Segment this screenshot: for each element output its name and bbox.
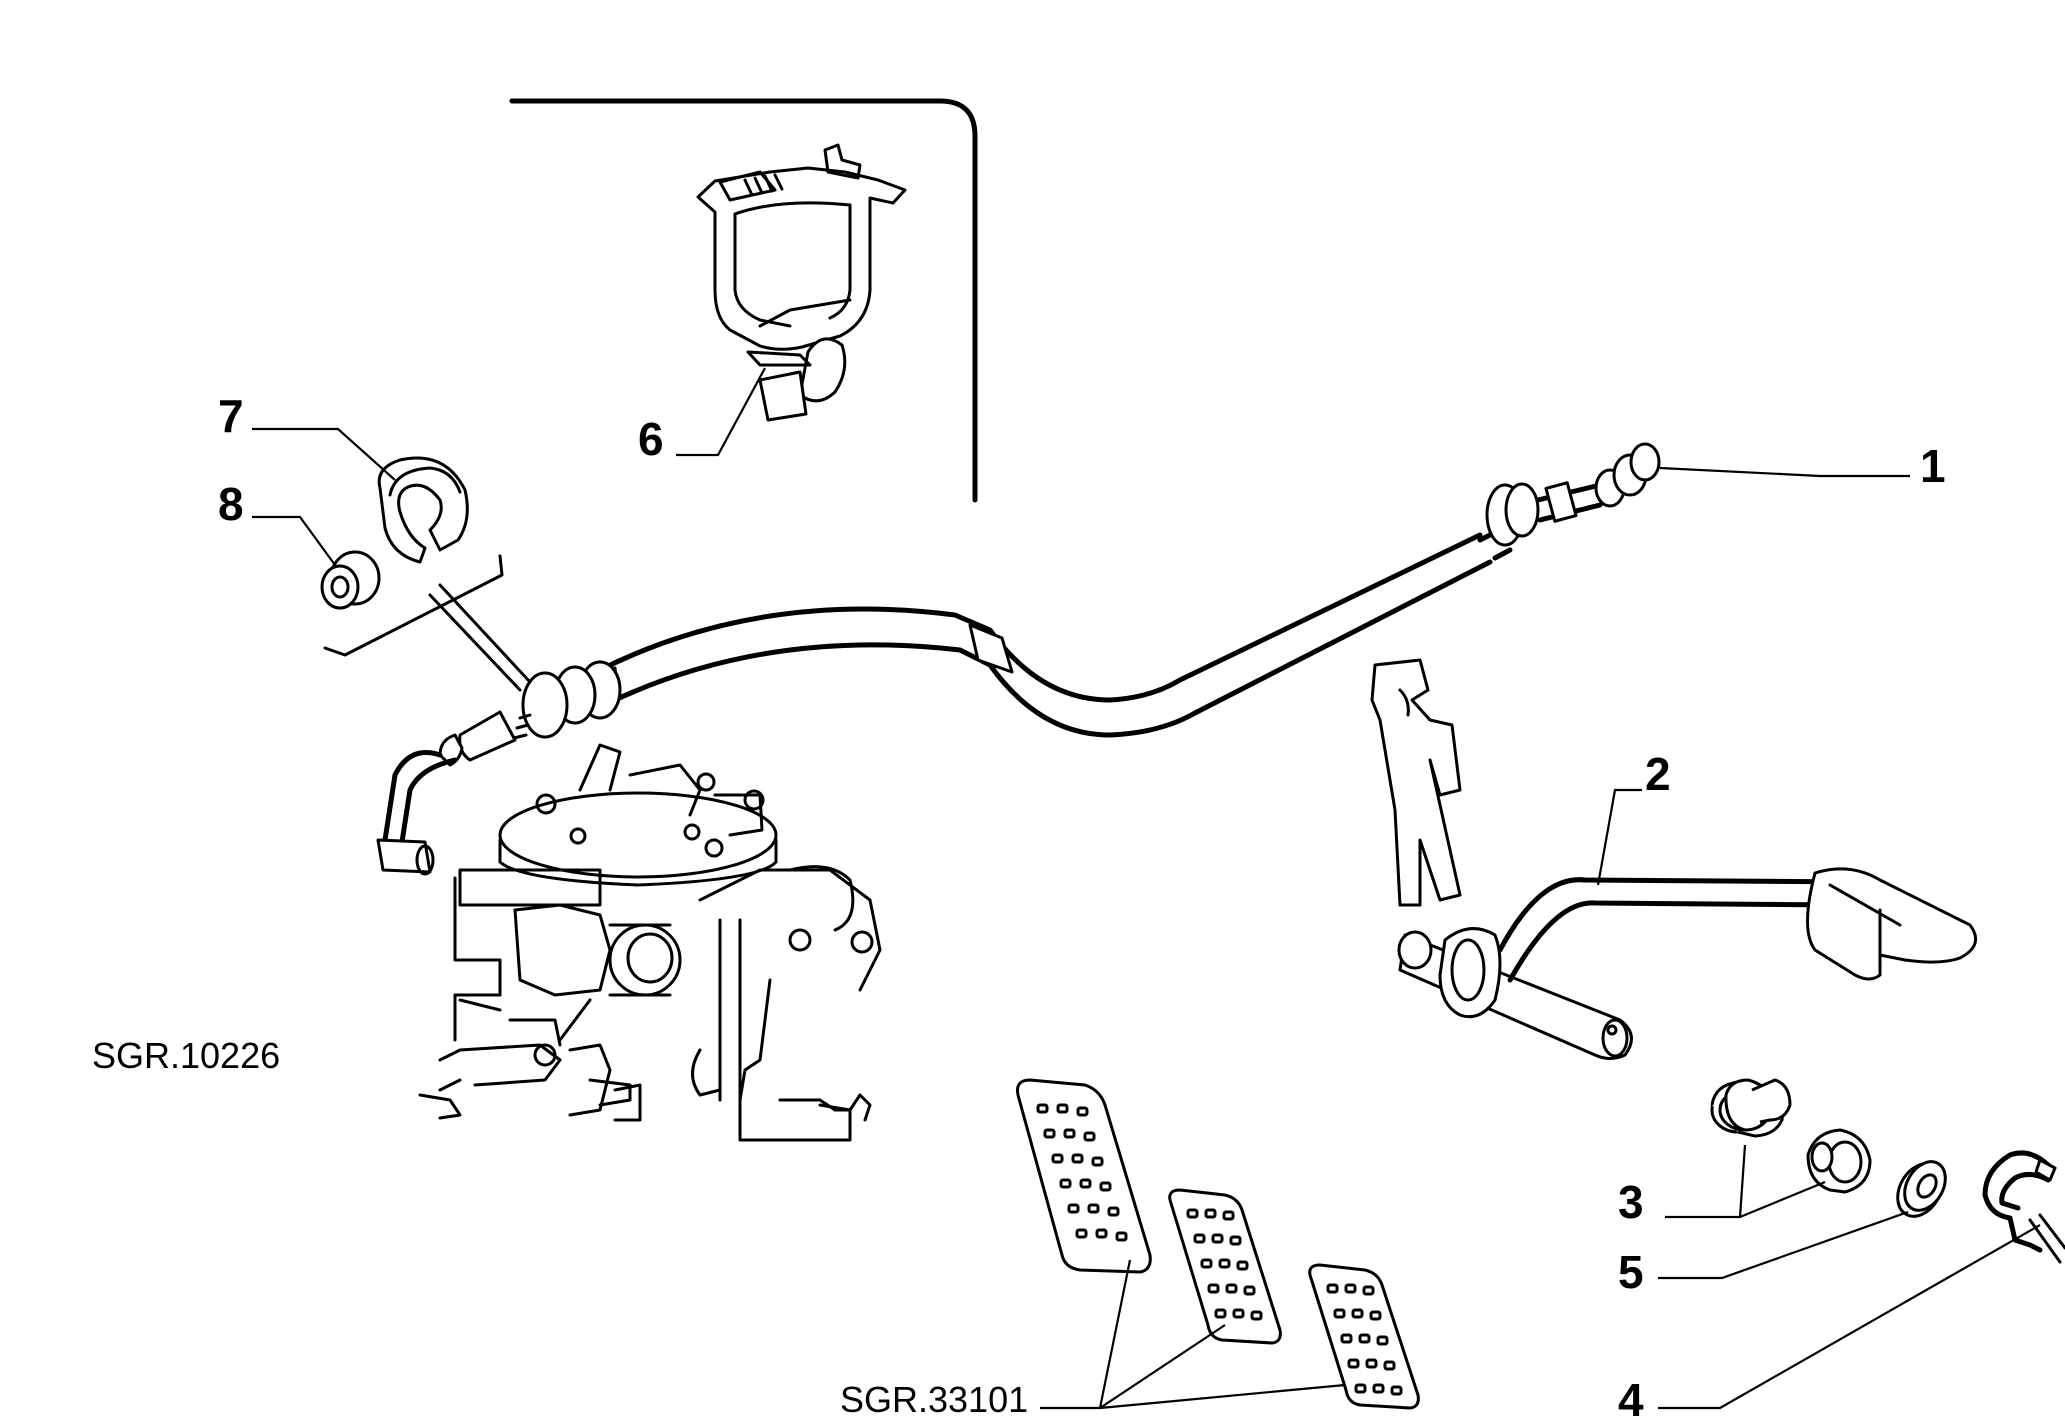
arrow-to-cable xyxy=(428,583,532,692)
pedal-pad-large xyxy=(1016,1078,1152,1274)
grommet-part-8 xyxy=(320,550,381,610)
clip-part-4 xyxy=(1982,1150,2065,1264)
reference-code-bottom: SGR.33101 xyxy=(840,1379,1028,1417)
leader-3 xyxy=(1665,1144,1826,1219)
retaining-clip-part-7 xyxy=(377,456,469,564)
carburettor-sketch xyxy=(418,743,882,1142)
leader-6 xyxy=(676,367,766,457)
leader-pedal-pads xyxy=(1040,1259,1346,1410)
leader-2 xyxy=(1596,788,1642,886)
leader-8 xyxy=(252,515,336,566)
bracket-7-8 xyxy=(323,554,504,657)
reference-code-left: SGR.10226 xyxy=(92,1035,280,1076)
callout-1: 1 xyxy=(1920,440,1946,492)
accelerator-pedal-part-2 xyxy=(1370,658,1978,1060)
callout-5: 5 xyxy=(1618,1246,1644,1298)
pedal-pads xyxy=(1016,1078,1420,1410)
callout-4: 4 xyxy=(1618,1374,1644,1417)
bushes-part-3 xyxy=(1710,1078,1872,1194)
callout-3: 3 xyxy=(1618,1176,1644,1228)
cable-clamp-part-6 xyxy=(696,143,907,422)
leader-1 xyxy=(1659,466,1910,478)
callout-8: 8 xyxy=(218,478,244,530)
accelerator-cable-part-1 xyxy=(376,442,1661,876)
callout-2: 2 xyxy=(1645,748,1671,800)
leader-4 xyxy=(1658,1224,2041,1410)
inset-frame xyxy=(509,98,978,503)
leader-5 xyxy=(1658,1210,1909,1280)
callout-7: 7 xyxy=(218,390,244,442)
leader-7 xyxy=(252,427,396,481)
washer-part-5 xyxy=(1896,1160,1947,1218)
callout-6: 6 xyxy=(638,413,664,465)
